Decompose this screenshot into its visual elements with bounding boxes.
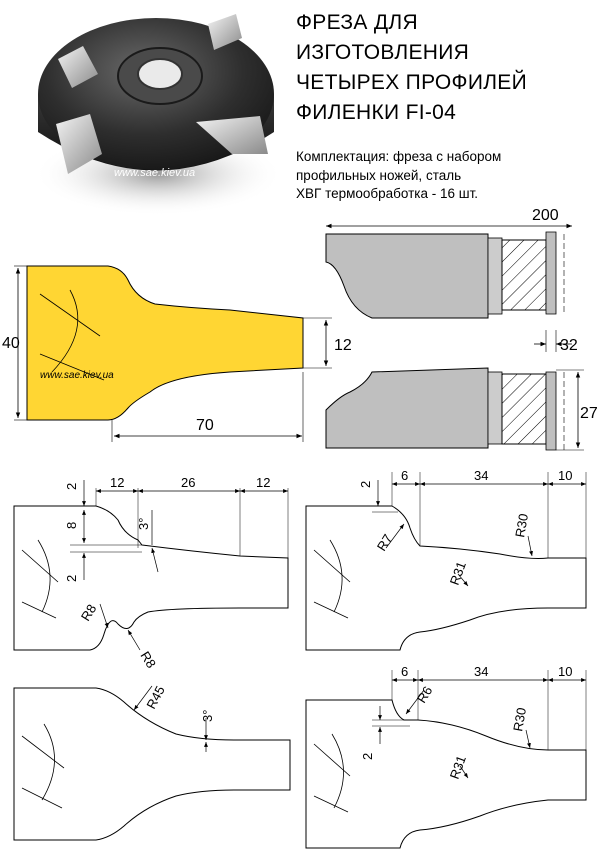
p2-dim-34: 34 (474, 468, 488, 483)
hub-section-bottom (501, 373, 547, 445)
profile-3-drawing (13, 685, 291, 841)
dim-32-label: 32 (560, 337, 578, 354)
dim-70-label: 70 (196, 417, 214, 434)
profile-line-2 (39, 353, 105, 381)
p1-dim-8: 8 (64, 522, 79, 529)
washer-top (487, 237, 503, 315)
profile-3-line-a (21, 735, 65, 769)
profile-2-labels: 2 6 34 10 R7 R30 R31 (358, 468, 572, 587)
washer-bottom (487, 371, 503, 445)
profile-2-line-b (313, 601, 349, 619)
p4-dim-34: 34 (474, 664, 488, 679)
p1-dim-12b: 12 (256, 475, 270, 490)
photo-watermark: www.sae.kiev.ua (114, 167, 195, 179)
p4-dim-2: 2 (360, 753, 375, 760)
knife-1 (208, 14, 242, 50)
p2-dim-10: 10 (558, 468, 572, 483)
title-line-4: ФИЛЕНКИ FI-04 (296, 101, 457, 124)
profile-line-1 (39, 293, 101, 337)
p1-angle-3: 3° (136, 518, 151, 530)
r8b-arrow (127, 629, 141, 651)
profile-2-arc (329, 539, 343, 613)
flange-top (545, 231, 557, 315)
profile-2-shape (305, 505, 587, 651)
title-line-3: ЧЕТЫРЕХ ПРОФИЛЕЙ (296, 71, 527, 94)
profile-3-arc (41, 723, 55, 801)
profile-1-line-a (21, 549, 59, 583)
p3-r45-arrow (133, 685, 153, 711)
dim-12-label: 12 (334, 337, 352, 354)
dim-40-label: 40 (2, 335, 20, 352)
profile-4-line-b (313, 795, 349, 813)
product-description: Комплектация: фреза с набором профильных… (296, 148, 596, 204)
cutter-photo: www.sae.kiev.ua (33, 14, 283, 216)
cutter-body-bottom (325, 367, 489, 449)
p1-r8a: R8 (78, 602, 100, 624)
assembly-section-drawing: 200 32 27 (325, 207, 598, 451)
flange-bottom (545, 371, 557, 451)
p2-r30-arrow (527, 535, 533, 557)
profile-1-line-b (21, 601, 57, 619)
profile-4-arc (331, 733, 344, 809)
dim-200-label: 200 (532, 207, 559, 224)
desc-line-1: Комплектация: фреза с набором (296, 149, 502, 164)
profile-4-line-a (313, 743, 351, 777)
profile-1-drawing (13, 480, 289, 651)
title-line-2: ИЗГОТОВЛЕНИЯ (296, 41, 470, 64)
profile-1-labels: 2 12 26 12 8 2 3° R8 R8 (64, 475, 270, 671)
p4-r30-arrow (525, 729, 531, 749)
profile-4-drawing (305, 670, 587, 849)
p1-dim-12a: 12 (110, 475, 124, 490)
knife-2 (58, 46, 98, 88)
p3-r45: R45 (143, 683, 167, 711)
p4-dim-6: 6 (401, 664, 408, 679)
profile-4-labels: 6 34 10 R6 R30 2 R31 (360, 664, 572, 781)
profile-3-shape (13, 687, 291, 841)
p4-r31-arrow (459, 765, 469, 779)
p4-r31: R31 (447, 753, 469, 781)
hub-section-top (501, 239, 547, 311)
profile-2-line-a (313, 549, 351, 583)
product-title: ФРЕЗА ДЛЯ ИЗГОТОВЛЕНИЯ ЧЕТЫРЕХ ПРОФИЛЕЙ … (296, 8, 596, 128)
desc-line-2: профильных ножей, сталь (296, 167, 462, 183)
yellow-profile-drawing: www.sae.kiev.ua 40 12 70 (2, 265, 352, 442)
p1-dim-2: 2 (64, 483, 79, 490)
p2-r31-arrow (457, 573, 469, 587)
p2-r30: R30 (512, 512, 531, 538)
knife-3 (196, 116, 268, 154)
p4-dim-10: 10 (558, 664, 572, 679)
profile-watermark: www.sae.kiev.ua (40, 370, 114, 381)
p2-dim-6: 6 (401, 468, 408, 483)
profile-3-line-b (21, 787, 63, 809)
p4-r6: R6 (414, 684, 436, 706)
p2-dim-2: 2 (358, 481, 373, 488)
p1-dim-26: 26 (181, 475, 195, 490)
desc-line-3: ХВГ термообработка - 16 шт. (296, 186, 479, 201)
p2-r7: R7 (374, 532, 396, 554)
p2-r7-arrow (385, 523, 405, 549)
p4-r30: R30 (510, 706, 529, 732)
profile-shape (26, 265, 304, 421)
p4-r6-arrow (405, 689, 425, 715)
bore-hole (137, 58, 183, 90)
profile-3-labels: R45 3° (143, 683, 215, 722)
profile-2-drawing (305, 472, 587, 651)
cutter-body-top (325, 233, 489, 319)
dim-27-label: 27 (580, 405, 598, 422)
knife-4 (56, 114, 102, 174)
angle-3-arrow (151, 547, 159, 573)
profile-1-arc (37, 539, 51, 613)
profile-arc (51, 289, 79, 373)
p1-dim-2b: 2 (64, 575, 79, 582)
title-line-1: ФРЕЗА ДЛЯ (296, 11, 418, 34)
r8a-arrow (99, 603, 109, 629)
p1-r8b: R8 (137, 649, 159, 671)
p3-angle: 3° (200, 710, 215, 722)
profile-1-shape (13, 505, 289, 651)
